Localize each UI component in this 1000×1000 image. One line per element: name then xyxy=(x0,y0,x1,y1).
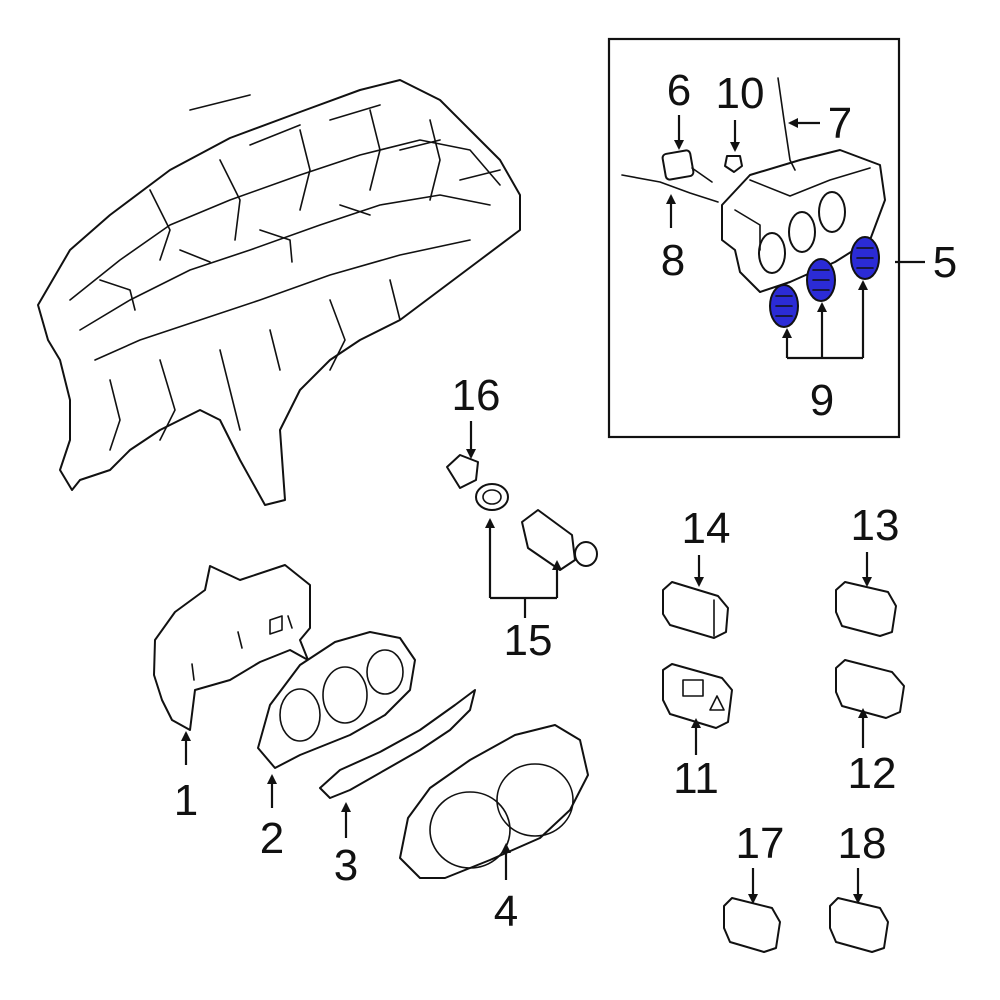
callout-14: 14 xyxy=(682,504,731,553)
callout-8: 8 xyxy=(661,236,685,285)
callout-18: 18 xyxy=(838,819,887,868)
power-outlet-socket-icon xyxy=(521,509,598,571)
switch-18-icon xyxy=(829,897,889,953)
callout-7: 7 xyxy=(828,99,852,148)
switch-11-icon xyxy=(662,663,733,729)
instrument-cluster-bezel-icon xyxy=(399,724,589,879)
fastener-icon xyxy=(724,155,743,173)
callout-16: 16 xyxy=(452,371,501,420)
callout-9: 9 xyxy=(810,376,834,425)
callout-5: 5 xyxy=(933,238,957,287)
control-cable-icon xyxy=(777,77,796,171)
switch-12-icon xyxy=(835,659,905,719)
callout-11: 11 xyxy=(673,754,719,803)
callout-12: 12 xyxy=(848,749,897,798)
instrument-cluster-circuit-icon xyxy=(257,631,416,769)
climate-control-inset-box xyxy=(607,37,901,439)
callout-17: 17 xyxy=(736,819,785,868)
instrument-cluster-lens-icon xyxy=(319,689,476,799)
switch-17-icon xyxy=(723,897,781,953)
leader-lines xyxy=(181,115,925,904)
dashboard-frame-icon xyxy=(37,79,521,506)
switch-14-icon xyxy=(662,581,729,639)
blend-door-actuator-icon xyxy=(661,149,713,183)
callout-6: 6 xyxy=(667,66,691,115)
callout-2: 2 xyxy=(260,814,284,863)
power-outlet-icon xyxy=(446,454,509,511)
callout-10: 10 xyxy=(716,69,765,118)
climate-control-panel-icon xyxy=(721,149,886,293)
switch-13-icon xyxy=(835,581,897,637)
callout-4: 4 xyxy=(494,887,518,936)
callout-15: 15 xyxy=(504,616,553,665)
callout-3: 3 xyxy=(334,841,358,890)
control-cable-lower-icon xyxy=(621,174,719,203)
callout-1: 1 xyxy=(174,776,198,825)
control-knob-icon xyxy=(769,236,880,328)
callout-13: 13 xyxy=(851,501,900,550)
